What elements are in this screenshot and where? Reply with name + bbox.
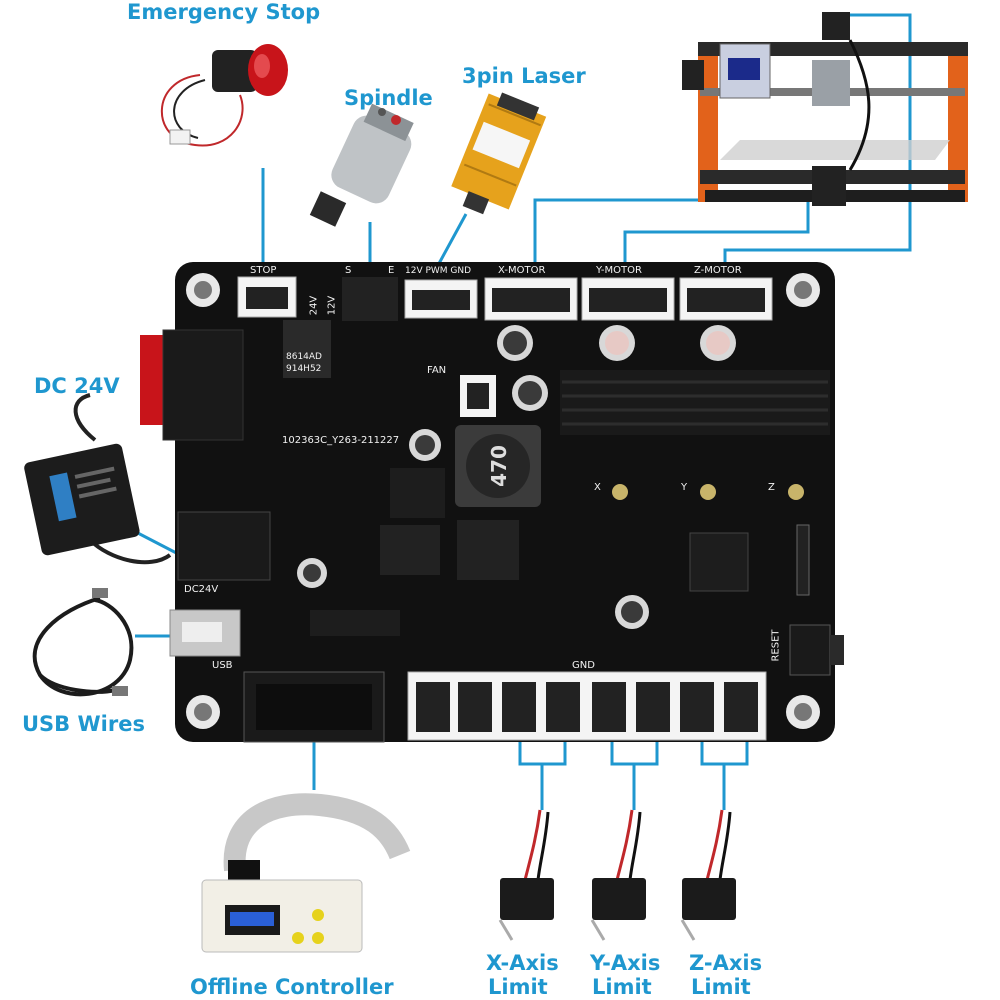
silk-reset: RESET [770,629,782,662]
label-z-limit: Limit [691,975,751,999]
line-z-limit [700,740,749,766]
silk-z-motor: Z-MOTOR [694,265,742,276]
connection-lines [131,13,912,810]
silk-x-motor: X-MOTOR [498,265,546,276]
power-adapter-image [24,393,172,565]
silk-fan: FAN [427,365,447,376]
limit-switch-y-image [590,809,646,941]
label-usb-wires: USB Wires [22,712,145,736]
silk-ic2: 914H52 [286,364,322,374]
silk-x: X [594,482,601,493]
silk-pwm: 12V PWM GND [405,266,472,276]
silk-usb: USB [212,660,233,671]
silk-z: Z [768,482,775,493]
cnc-machine-image [682,12,968,206]
line-x-motor [533,120,702,272]
label-offline-controller: Offline Controller [190,975,394,999]
line-y-motor [623,190,810,272]
laser-image [451,92,547,215]
label-y-axis: Y-Axis [590,951,661,975]
usb-cable-image [32,588,134,697]
label-z-axis: Z-Axis [689,951,763,975]
offline-controller-image [201,793,411,953]
silk-24v: 24V [308,295,320,316]
silk-12v: 12V [326,295,338,316]
silk-part-no: 102363C_Y263-211227 [282,435,400,446]
spindle-image [309,103,414,227]
line-x-limit [518,740,567,766]
label-spindle: Spindle [344,86,433,110]
silk-ic1: 8614AD [286,352,322,362]
controller-board: 470 [140,262,844,743]
silk-y: Y [681,482,688,493]
label-laser: 3pin Laser [462,64,586,88]
line-z-motor [723,13,912,272]
limit-switch-z-image [680,809,736,941]
label-dc-24v: DC 24V [34,374,120,398]
label-x-limit: Limit [488,975,548,999]
line-y-limit [610,740,659,766]
silk-dc24v: DC24V [184,584,219,595]
silk-y-motor: Y-MOTOR [596,265,642,276]
label-emergency-stop: Emergency Stop [127,0,321,24]
silk-gnd: GND [572,660,595,671]
label-y-limit: Limit [592,975,652,999]
limit-switch-x-image [498,809,554,941]
silk-s: S [345,265,352,276]
inductor-label: 470 [487,445,511,487]
silk-e: E [388,265,395,276]
emergency-stop-image [160,44,288,147]
silk-stop: STOP [250,265,277,276]
label-x-axis: X-Axis [486,951,559,975]
